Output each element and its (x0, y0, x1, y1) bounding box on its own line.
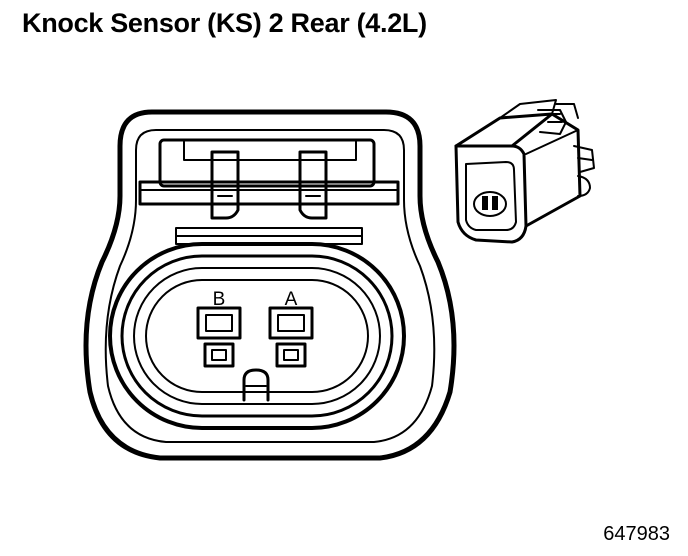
connector-isometric-view (454, 99, 595, 244)
seal-ring-middle (120, 254, 394, 418)
figure-id: 647983 (603, 523, 670, 545)
terminal-cavity-a (268, 306, 314, 368)
connector-outer-housing (83, 109, 457, 461)
keyway-notch (242, 368, 270, 402)
connector-face-view: B A (83, 109, 457, 461)
terminal-cavity-b (196, 306, 242, 368)
seal-ring-inner (133, 267, 381, 405)
connector-inner-housing (104, 129, 436, 443)
terminal-face (145, 279, 369, 393)
seal-ring-outer (108, 242, 406, 430)
page-title: Knock Sensor (KS) 2 Rear (4.2L) (22, 8, 427, 38)
pin-label-b: B (213, 289, 226, 310)
locking-latch (138, 138, 400, 245)
pin-label-a: A (285, 289, 298, 310)
